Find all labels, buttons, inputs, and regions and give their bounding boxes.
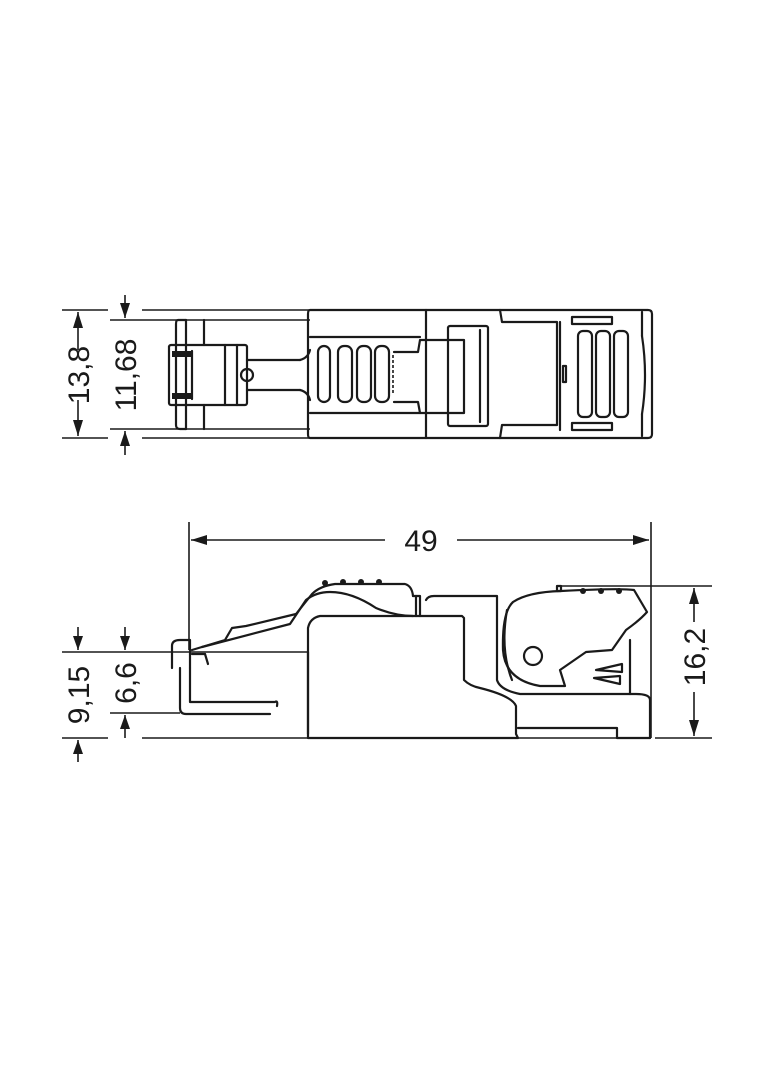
- side-view: [62, 522, 712, 762]
- dim-16-2-label: 16,2: [679, 628, 712, 686]
- dim-13-8-label: 13,8: [63, 346, 96, 404]
- top-view: [62, 295, 654, 455]
- dim-6-6-label: 6,6: [110, 662, 143, 704]
- dim-11-68-label: 11,68: [110, 339, 143, 412]
- dim-9-15-label: 9,15: [63, 666, 96, 724]
- dim-49-label: 49: [404, 525, 437, 558]
